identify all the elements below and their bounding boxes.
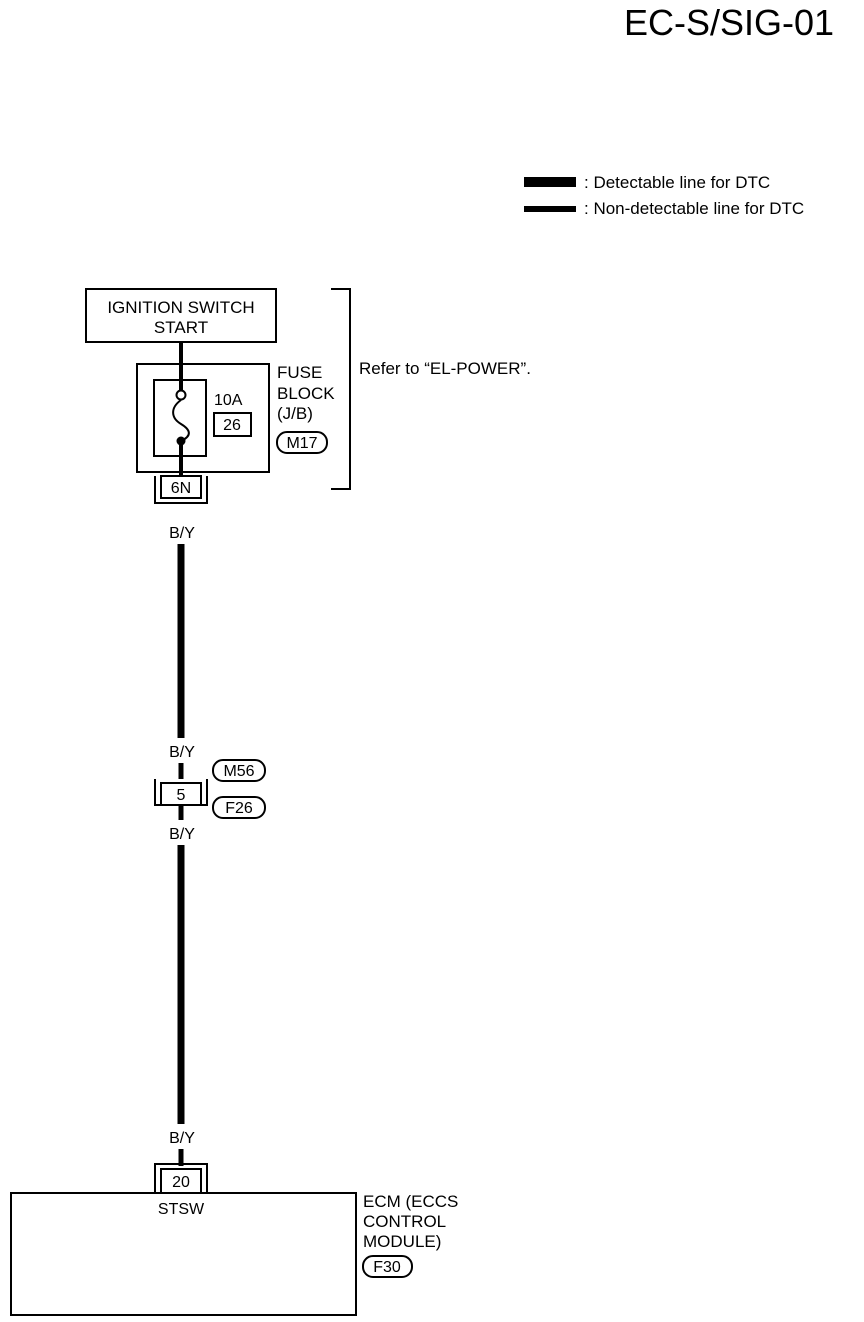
fuse-block: 10A 26 bbox=[136, 363, 270, 473]
refer-bracket bbox=[331, 288, 351, 490]
wire-label-1: B/Y bbox=[169, 525, 195, 542]
ecm-label-line2: CONTROL bbox=[363, 1212, 446, 1231]
fuse-number-box bbox=[213, 412, 252, 437]
legend: : Detectable line for DTC : Non-detectab… bbox=[524, 173, 804, 218]
legend-non-detectable-label: : Non-detectable line for DTC bbox=[584, 199, 804, 218]
ecm-terminal-label: 20 bbox=[172, 1174, 190, 1191]
fuse-terminal-closed bbox=[176, 436, 186, 446]
connector-badge-f26 bbox=[212, 796, 266, 819]
ecm-box bbox=[10, 1192, 357, 1316]
ecm-pin-name: STSW bbox=[158, 1201, 205, 1218]
connector-m17-label: M17 bbox=[286, 435, 317, 452]
connector-f26-label: F26 bbox=[225, 800, 253, 817]
ignition-switch: IGNITION SWITCH START bbox=[85, 288, 277, 343]
connector-badge-m17 bbox=[276, 431, 328, 454]
fuse-block-label-line3: (J/B) bbox=[277, 404, 313, 423]
junction-terminal-label: 5 bbox=[177, 787, 186, 804]
wire-label-2: B/Y bbox=[169, 744, 195, 761]
ignition-switch-label: IGNITION SWITCH bbox=[107, 298, 254, 317]
fuse-number: 26 bbox=[223, 417, 241, 434]
fuse-block-label-line2: BLOCK bbox=[277, 384, 335, 403]
fuse-rating: 10A bbox=[214, 392, 243, 409]
junction-connector-5: 5 bbox=[154, 779, 208, 806]
ecm-label-line1: ECM (ECCS bbox=[363, 1192, 458, 1211]
ecm-label-line3: MODULE) bbox=[363, 1232, 441, 1251]
ecm-connector-20: 20 bbox=[154, 1163, 208, 1194]
wire-label-3: B/Y bbox=[169, 826, 195, 843]
non-detectable-line-swatch bbox=[524, 206, 576, 212]
page-title: EC-S/SIG-01 bbox=[624, 2, 834, 43]
fuse-block-outline bbox=[136, 363, 270, 473]
ignition-switch-position: START bbox=[154, 318, 208, 337]
ecm-module: STSW bbox=[10, 1192, 357, 1316]
connector-badge-f30 bbox=[362, 1255, 413, 1278]
fuse-block-label-line1: FUSE bbox=[277, 363, 322, 382]
wire-label-4: B/Y bbox=[169, 1130, 195, 1147]
detectable-line-swatch bbox=[524, 177, 576, 187]
legend-detectable-label: : Detectable line for DTC bbox=[584, 173, 770, 192]
connector-6n: 6N bbox=[154, 475, 208, 504]
connector-m56-label: M56 bbox=[223, 763, 254, 780]
refer-note: Refer to “EL-POWER”. bbox=[359, 359, 531, 378]
fuse-terminal-open bbox=[175, 389, 187, 401]
connector-f30-label: F30 bbox=[373, 1259, 401, 1276]
connector-6n-label: 6N bbox=[171, 480, 191, 497]
connector-badge-m56 bbox=[212, 759, 266, 782]
fuse-icon bbox=[172, 399, 190, 442]
